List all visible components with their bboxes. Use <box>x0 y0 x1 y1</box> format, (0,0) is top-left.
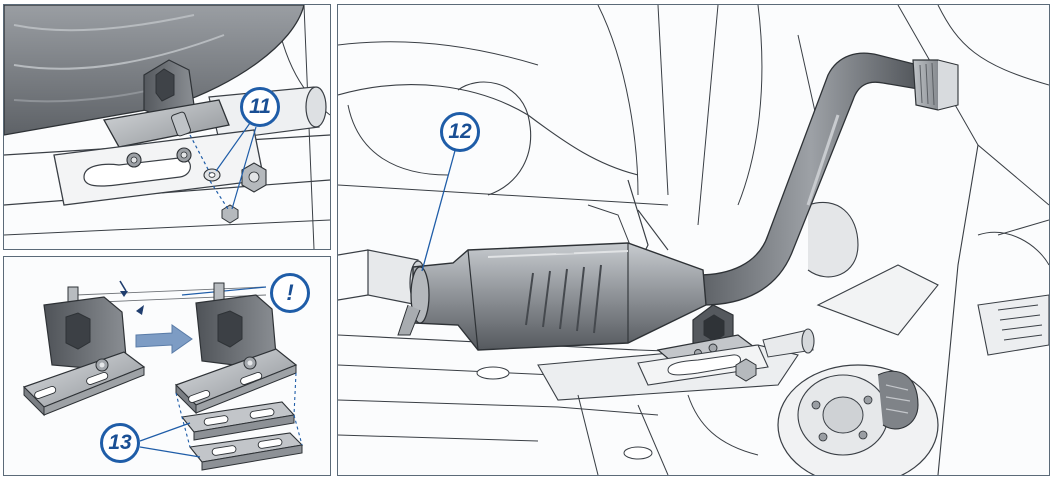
bracket-comparison-illustration <box>22 280 304 471</box>
callout-note: ! <box>270 273 310 313</box>
callout-note-label: ! <box>286 280 294 305</box>
callout-13: 13 <box>100 423 140 463</box>
bracket-detail-illustration <box>4 5 330 249</box>
panel-bracket-detail: 11 <box>3 4 331 250</box>
exhaust-overview-illustration <box>338 5 1049 475</box>
panel-exhaust-overview: 12 <box>337 4 1050 476</box>
callout-13-label: 13 <box>108 431 132 454</box>
callout-11-label: 11 <box>249 95 271 118</box>
callout-11: 11 <box>240 87 280 127</box>
panel-bracket-comparison: ! 13 <box>3 256 331 476</box>
callout-12: 12 <box>440 112 480 152</box>
callout-12-label: 12 <box>448 120 472 143</box>
